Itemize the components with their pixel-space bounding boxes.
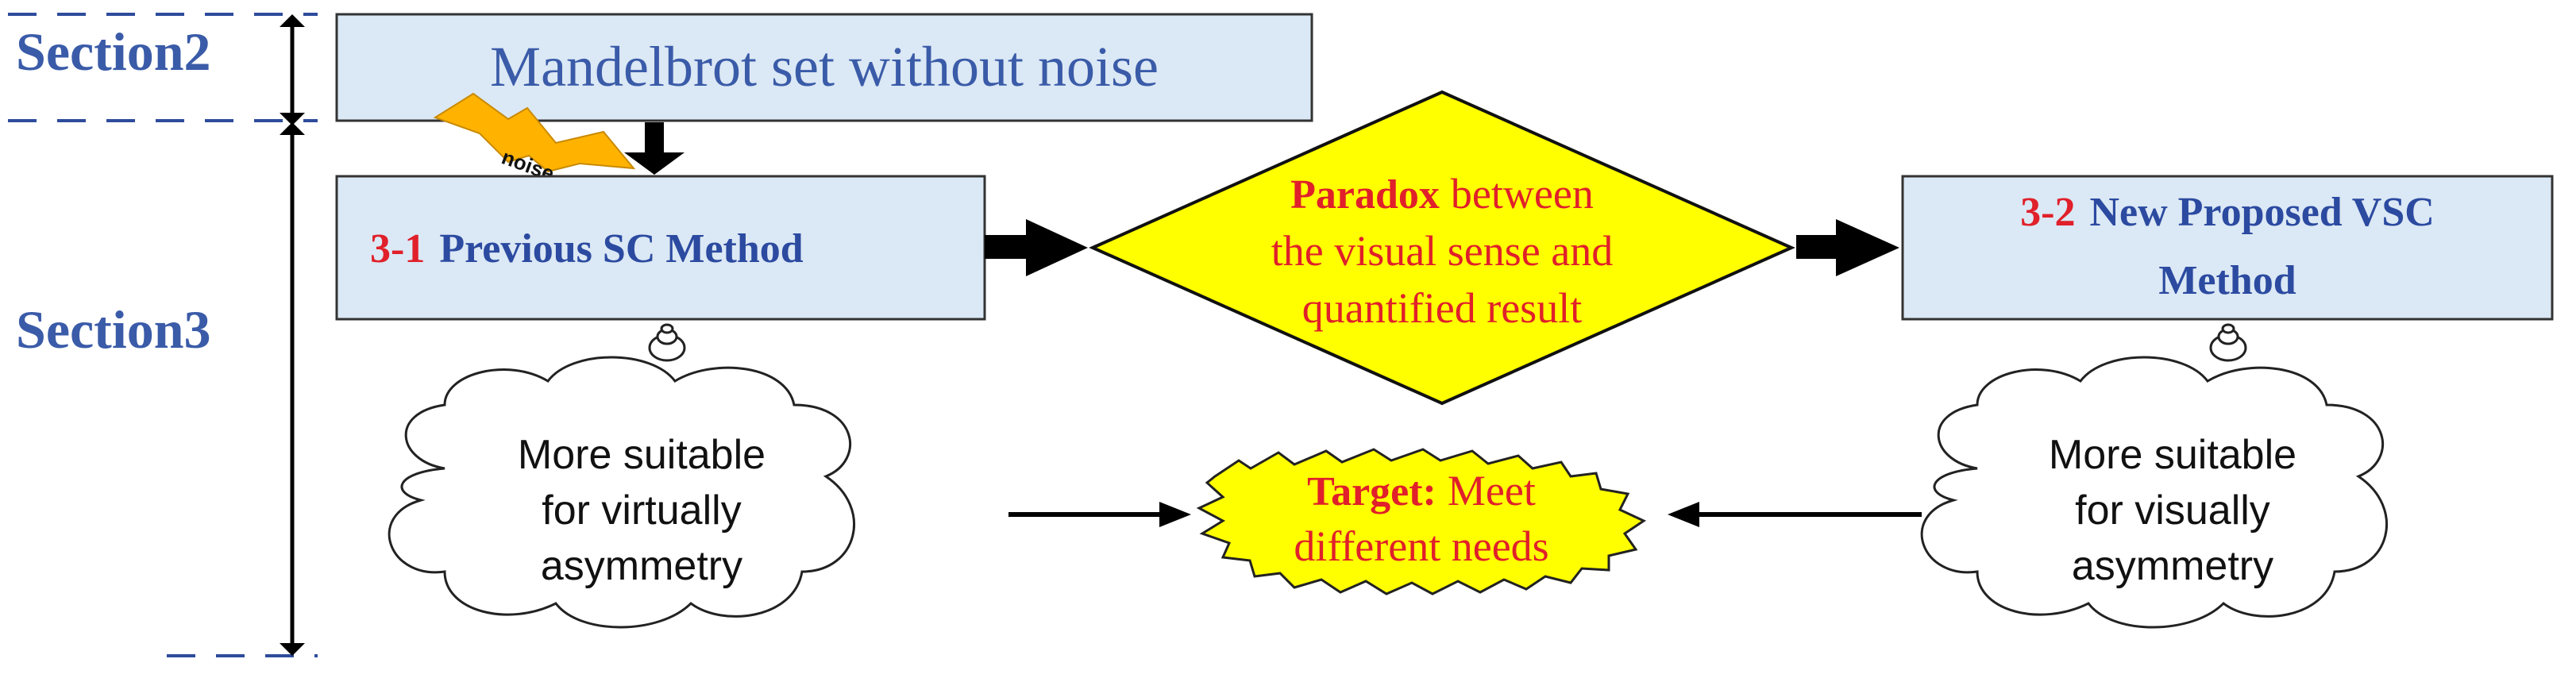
target-line2: different needs bbox=[1294, 522, 1548, 570]
left-cloud-line3: asymmetry bbox=[541, 543, 742, 589]
section2-label: Section2 bbox=[16, 21, 211, 82]
right-cloud-to-target-arrow bbox=[1668, 502, 1922, 527]
paradox-line3: quantified result bbox=[1302, 284, 1582, 332]
new-vsc-number: 3-2 bbox=[2020, 190, 2075, 235]
previous-sc-method-text: 3-1 Previous SC Method bbox=[370, 226, 804, 272]
left-cloud-line1: More suitable bbox=[518, 432, 765, 478]
arrow-to-new-method bbox=[1796, 219, 1899, 276]
paradox-line2: the visual sense and bbox=[1271, 227, 1613, 275]
section-span-arrows bbox=[280, 14, 305, 656]
section-dividers bbox=[8, 13, 318, 657]
new-vsc-method-line1: 3-2 New Proposed VSC bbox=[2020, 190, 2435, 235]
mandelbrot-box-label: Mandelbrot set without noise bbox=[490, 35, 1159, 98]
left-cloud-to-target-arrow bbox=[1008, 502, 1191, 527]
paradox-diamond bbox=[1089, 90, 1795, 406]
lightning-icon bbox=[433, 92, 636, 173]
arrow-to-diamond bbox=[985, 219, 1088, 276]
new-vsc-label: New Proposed VSC bbox=[2089, 190, 2434, 235]
right-thought-bubbles bbox=[2209, 323, 2247, 362]
right-cloud-line3: asymmetry bbox=[2072, 543, 2273, 589]
previous-sc-number: 3-1 bbox=[370, 226, 425, 272]
left-thought-bubbles bbox=[648, 323, 686, 362]
new-vsc-method-box bbox=[1901, 175, 2554, 321]
target-line1: Target: Meet bbox=[1307, 467, 1536, 514]
paradox-line1: Paradox between bbox=[1290, 170, 1594, 218]
target-starburst bbox=[1196, 448, 1647, 595]
right-cloud bbox=[1920, 356, 2389, 629]
mandelbrot-box bbox=[335, 13, 1313, 122]
new-vsc-method-line2: Method bbox=[2158, 258, 2296, 303]
right-cloud-line2: for visually bbox=[2075, 487, 2270, 534]
down-arrow bbox=[624, 122, 684, 175]
right-cloud-line1: More suitable bbox=[2049, 432, 2296, 478]
left-cloud bbox=[388, 356, 856, 629]
section3-label: Section3 bbox=[16, 299, 211, 360]
previous-sc-label: Previous SC Method bbox=[439, 226, 803, 272]
left-cloud-line2: for virtually bbox=[542, 487, 741, 534]
